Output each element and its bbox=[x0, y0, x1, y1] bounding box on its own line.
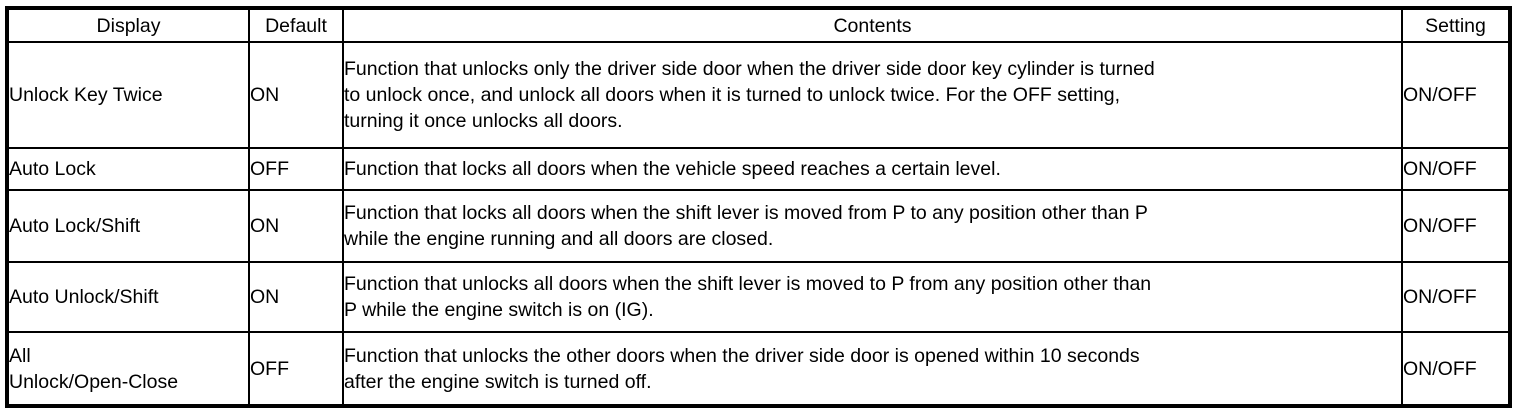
display-line: Auto Lock bbox=[9, 158, 96, 180]
contents-line: Function that unlocks all doors when the… bbox=[344, 273, 1152, 295]
contents-line: after the engine switch is turned off. bbox=[344, 370, 652, 393]
table-row: All Unlock/Open-Close OFF Function that … bbox=[6, 331, 1511, 407]
contents-line: to unlock once, and unlock all doors whe… bbox=[344, 84, 1121, 106]
display-line: All bbox=[9, 344, 31, 367]
cell-display: Unlock Key Twice bbox=[6, 41, 250, 149]
cell-setting: ON/OFF bbox=[1401, 261, 1511, 333]
column-header-contents: Contents bbox=[342, 7, 1403, 43]
cell-display: Auto Lock/Shift bbox=[6, 189, 250, 263]
column-header-display: Display bbox=[7, 7, 250, 43]
cell-default: ON bbox=[248, 41, 344, 149]
cell-contents: Function that locks all doors when the v… bbox=[342, 147, 1403, 191]
cell-default: ON bbox=[248, 189, 344, 263]
table-header: Display Default Contents Setting bbox=[7, 7, 1510, 43]
table-row: Auto Lock OFF Function that locks all do… bbox=[6, 147, 1511, 191]
contents-line: P while the engine switch is on (IG). bbox=[344, 299, 654, 321]
cell-display: All Unlock/Open-Close bbox=[6, 331, 250, 407]
cell-setting: ON/OFF bbox=[1401, 147, 1511, 191]
contents-line: Function that locks all doors when the s… bbox=[344, 202, 1148, 224]
cell-display: Auto Lock bbox=[6, 147, 250, 191]
contents-line: Function that unlocks the other doors wh… bbox=[344, 344, 1140, 367]
column-header-default: Default bbox=[248, 7, 344, 43]
table-body: Unlock Key Twice ON Function that unlock… bbox=[6, 41, 1511, 407]
settings-table-container: Display Default Contents Setting Unlock … bbox=[5, 6, 1512, 408]
cell-contents: Function that unlocks the other doors wh… bbox=[342, 331, 1403, 407]
cell-contents: Function that unlocks all doors when the… bbox=[342, 261, 1403, 333]
cell-display: Auto Unlock/Shift bbox=[6, 261, 250, 333]
cell-setting: ON/OFF bbox=[1401, 331, 1511, 407]
cell-setting: ON/OFF bbox=[1401, 41, 1511, 149]
cell-default: OFF bbox=[248, 331, 344, 407]
cell-contents: Function that locks all doors when the s… bbox=[342, 189, 1403, 263]
contents-line: while the engine running and all doors a… bbox=[344, 228, 774, 250]
display-line: Auto Unlock/Shift bbox=[9, 286, 159, 308]
table-row: Unlock Key Twice ON Function that unlock… bbox=[6, 41, 1511, 149]
cell-default: OFF bbox=[248, 147, 344, 191]
contents-line: Function that locks all doors when the v… bbox=[344, 158, 1001, 180]
contents-line: turning it once unlocks all doors. bbox=[344, 110, 623, 132]
table-row: Auto Lock/Shift ON Function that locks a… bbox=[6, 189, 1511, 263]
cell-default: ON bbox=[248, 261, 344, 333]
table-header-row: Display Default Contents Setting bbox=[7, 7, 1510, 43]
customize-settings-table: Display Default Contents Setting Unlock … bbox=[5, 6, 1512, 408]
display-line: Auto Lock/Shift bbox=[9, 215, 141, 237]
cell-contents: Function that unlocks only the driver si… bbox=[342, 41, 1403, 149]
column-header-setting: Setting bbox=[1401, 7, 1510, 43]
display-line: Unlock/Open-Close bbox=[9, 370, 179, 393]
contents-line: Function that unlocks only the driver si… bbox=[344, 58, 1155, 80]
cell-setting: ON/OFF bbox=[1401, 189, 1511, 263]
table-row: Auto Unlock/Shift ON Function that unloc… bbox=[6, 261, 1511, 333]
display-line: Unlock Key Twice bbox=[9, 84, 163, 106]
